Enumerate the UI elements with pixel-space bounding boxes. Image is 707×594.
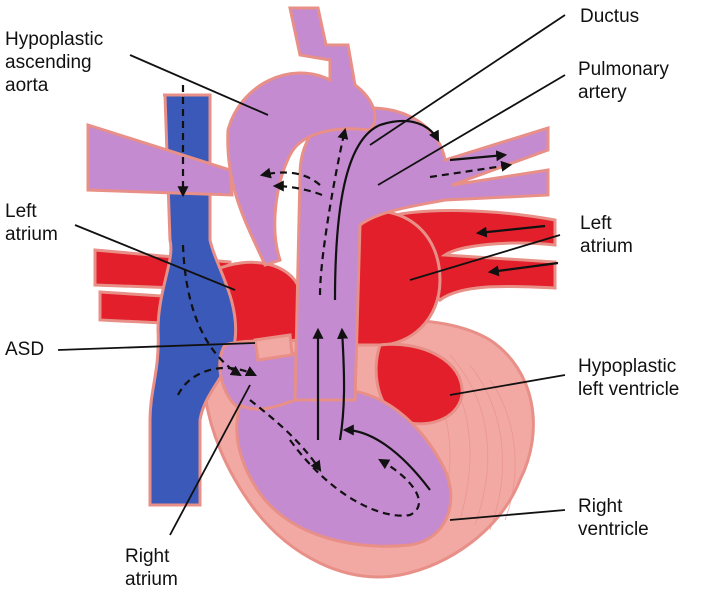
- flow-pa-up: [318, 127, 349, 296]
- leader-lines: [57, 14, 566, 536]
- label-hypoplastic-left-ventricle: Hypoplastic left ventricle: [578, 356, 680, 400]
- leader-pulmonary-artery: [377, 74, 566, 186]
- leader-hlv: [449, 374, 566, 396]
- leader-aorta: [129, 54, 269, 116]
- flow-arch-back-2: [272, 180, 323, 197]
- leader-left-atrium-right: [409, 234, 561, 281]
- label-hypoplastic-ascending-aorta: Hypoplastic ascending aorta: [5, 29, 104, 96]
- flow-ra-arrow: [181, 244, 242, 377]
- leader-ductus: [369, 14, 566, 146]
- label-right-atrium: Right atrium: [125, 546, 178, 590]
- flow-rv-out-2: [337, 327, 349, 441]
- flow-branch-right: [429, 160, 513, 179]
- atrial-septum: [253, 333, 294, 362]
- flow-pa-solid: [333, 120, 440, 301]
- flow-branch-right-2: [449, 150, 508, 162]
- leader-asd: [57, 342, 256, 351]
- flow-rv-arrow-1: [249, 399, 322, 472]
- flow-ivc-arrow: [177, 366, 257, 396]
- arch-branch-left: [86, 122, 234, 197]
- vena-cava: [148, 93, 238, 507]
- label-right-ventricle: Right ventricle: [578, 496, 649, 540]
- label-asd: ASD: [5, 339, 45, 360]
- flow-rv-arrow-2: [289, 439, 421, 517]
- label-left-atrium-right: Left atrium: [580, 213, 633, 257]
- label-pulmonary-artery: Pulmonary artery: [578, 59, 669, 103]
- leader-ra: [169, 384, 251, 536]
- flow-pv-1: [475, 224, 546, 238]
- label-ductus: Ductus: [580, 6, 640, 27]
- leader-left-atrium-left: [74, 224, 236, 291]
- flow-pv-2: [487, 261, 559, 277]
- label-left-atrium-left: Left atrium: [5, 201, 58, 245]
- hypoplastic-left-ventricle-shape: [374, 342, 464, 426]
- flow-rv-out-3: [342, 424, 431, 491]
- left-atrium-shape-right: [343, 209, 442, 347]
- aortic-arch-shape: [226, 6, 377, 267]
- flow-arch-back: [259, 167, 321, 186]
- leader-rv: [449, 509, 566, 521]
- flow-arrows: [177, 85, 559, 517]
